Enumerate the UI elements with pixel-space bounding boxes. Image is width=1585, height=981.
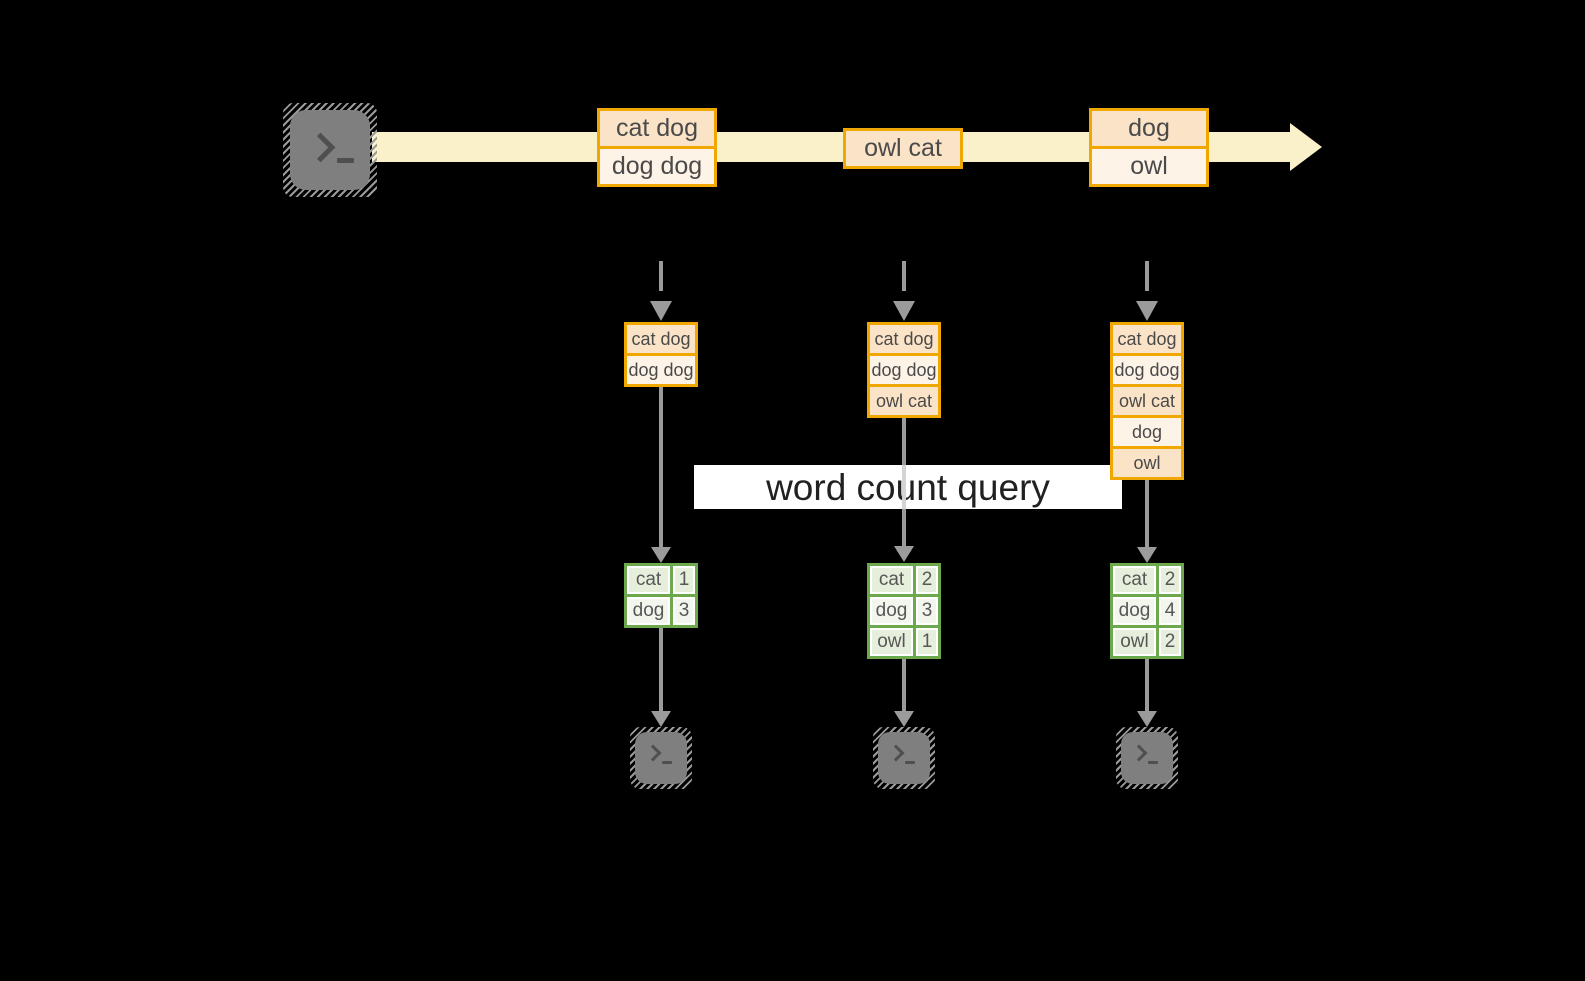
arrow-over-label-line (902, 465, 906, 509)
table-row: owl 2 (1113, 628, 1181, 656)
batch-row: owl (1113, 449, 1181, 477)
stream-arrowhead-icon (1290, 123, 1322, 171)
flow-arrowhead-icon (651, 711, 671, 727)
stream-event-1: cat dog dog dog (597, 108, 717, 187)
sink-terminal-icon-3 (1116, 727, 1178, 789)
table-row: cat 2 (1113, 566, 1181, 594)
count-cell: 4 (1159, 597, 1181, 625)
prompt-underscore-icon (662, 761, 672, 764)
batch-row: dog dog (627, 356, 695, 384)
table-row: cat 1 (627, 566, 695, 594)
prompt-chevron-icon (305, 132, 336, 163)
word-cell: dog (870, 597, 913, 625)
count-cell: 3 (673, 597, 695, 625)
batch-row: cat dog (1113, 325, 1181, 353)
flow-arrowhead-icon (894, 546, 914, 562)
word-count-table-2: cat 2 dog 3 owl 1 (867, 563, 941, 659)
dashed-arrow-line (1145, 261, 1149, 291)
flow-arrow-line (902, 659, 906, 711)
event-row: owl (1092, 149, 1206, 184)
stream-event-2: owl cat (843, 128, 963, 169)
table-row: owl 1 (870, 628, 938, 656)
word-cell: owl (1113, 628, 1156, 656)
batch-row: cat dog (870, 325, 938, 353)
dashed-arrowhead-icon (893, 301, 915, 321)
table-row: dog 4 (1113, 597, 1181, 625)
batch-row: dog dog (870, 356, 938, 384)
prompt-underscore-icon (905, 761, 915, 764)
dashed-arrow-line (902, 261, 906, 291)
micro-batch-1: cat dog dog dog (624, 322, 698, 387)
word-cell: dog (1113, 597, 1156, 625)
sink-terminal-icon-2 (873, 727, 935, 789)
prompt-underscore-icon (1148, 761, 1158, 764)
terminal-body (635, 732, 687, 784)
flow-arrowhead-icon (1137, 711, 1157, 727)
flow-arrowhead-icon (1137, 547, 1157, 563)
flow-arrow-line (659, 628, 663, 711)
word-cell: cat (1113, 566, 1156, 594)
count-cell: 2 (1159, 628, 1181, 656)
flow-arrowhead-icon (651, 547, 671, 563)
batch-row: dog dog (1113, 356, 1181, 384)
stream-event-3: dog owl (1089, 108, 1209, 187)
source-terminal-icon (283, 103, 377, 197)
word-count-table-3: cat 2 dog 4 owl 2 (1110, 563, 1184, 659)
flow-arrow-line (659, 387, 663, 547)
count-cell: 3 (916, 597, 938, 625)
count-cell: 1 (916, 628, 938, 656)
table-row: dog 3 (627, 597, 695, 625)
word-cell: cat (870, 566, 913, 594)
batch-row: dog (1113, 418, 1181, 446)
word-count-table-1: cat 1 dog 3 (624, 563, 698, 628)
flow-arrow-line (1145, 659, 1149, 711)
terminal-body (878, 732, 930, 784)
batch-row: cat dog (627, 325, 695, 353)
dashed-arrowhead-icon (1136, 301, 1158, 321)
table-row: dog 3 (870, 597, 938, 625)
dashed-arrowhead-icon (650, 301, 672, 321)
flow-arrowhead-icon (894, 711, 914, 727)
table-row: cat 2 (870, 566, 938, 594)
count-cell: 2 (1159, 566, 1181, 594)
word-cell: dog (627, 597, 670, 625)
prompt-underscore-icon (337, 158, 354, 163)
batch-row: owl cat (1113, 387, 1181, 415)
prompt-chevron-icon (644, 744, 662, 762)
event-row: cat dog (600, 111, 714, 146)
word-cell: cat (627, 566, 670, 594)
event-row: owl cat (846, 131, 960, 166)
dashed-arrow-line (659, 261, 663, 291)
count-cell: 2 (916, 566, 938, 594)
batch-row: owl cat (870, 387, 938, 415)
terminal-body (290, 110, 370, 190)
prompt-chevron-icon (887, 744, 905, 762)
event-row: dog dog (600, 149, 714, 184)
word-cell: owl (870, 628, 913, 656)
sink-terminal-icon-1 (630, 727, 692, 789)
terminal-body (1121, 732, 1173, 784)
query-label: word count query (694, 465, 1122, 509)
count-cell: 1 (673, 566, 695, 594)
micro-batch-3: cat dog dog dog owl cat dog owl (1110, 322, 1184, 480)
micro-batch-2: cat dog dog dog owl cat (867, 322, 941, 418)
prompt-chevron-icon (1130, 744, 1148, 762)
event-row: dog (1092, 111, 1206, 146)
flow-arrow-line (1145, 480, 1149, 547)
